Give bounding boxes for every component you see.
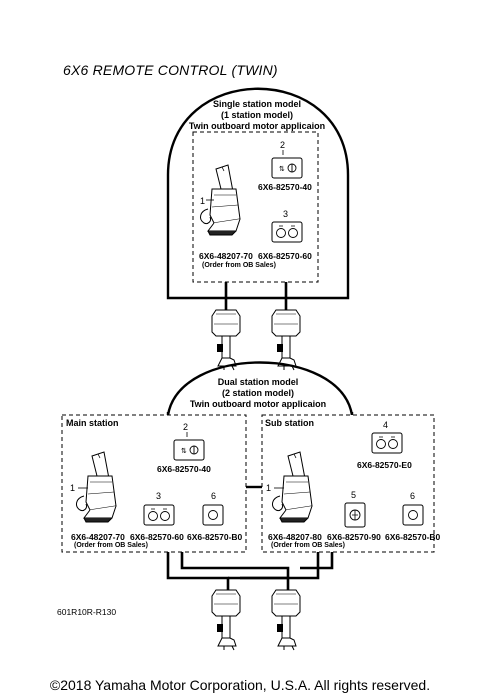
button-switch-icon bbox=[402, 504, 424, 526]
main-station-label: Main station bbox=[66, 418, 119, 428]
header-line: Single station model bbox=[212, 99, 301, 109]
part-number: 6X6-82570-E0 bbox=[357, 460, 412, 470]
button-switch-icon bbox=[202, 504, 224, 526]
callout-number: 6 bbox=[211, 491, 217, 501]
part-number: 6X6-48207-70 bbox=[71, 532, 125, 542]
part-number: 6X6-82570-B0 bbox=[385, 532, 441, 542]
header-line: (2 station model) bbox=[221, 388, 294, 398]
part-note: (Order from OB Sales) bbox=[202, 262, 276, 269]
callout-number: 6 bbox=[410, 491, 416, 501]
outboard-motor-icon bbox=[271, 589, 301, 651]
part-number: 6X6-48207-70 bbox=[199, 251, 253, 261]
callout-number: 2 bbox=[183, 422, 189, 432]
part-note: (Order from OB Sales) bbox=[74, 542, 148, 549]
header-line: Twin outboard motor applicaion bbox=[188, 121, 326, 131]
callout-number: 4 bbox=[383, 420, 389, 430]
part-note: (Order from OB Sales) bbox=[271, 542, 345, 549]
header-line: Twin outboard motor applicaion bbox=[189, 399, 327, 409]
callout-number: 2 bbox=[280, 140, 286, 150]
part-number: 6X6-82570-60 bbox=[258, 251, 312, 261]
part-number: 6X6-82570-40 bbox=[258, 182, 312, 192]
single-station-header: Single station model (1 station model) T… bbox=[157, 99, 357, 132]
dual-station-header: Dual station model (2 station model) Twi… bbox=[158, 377, 358, 410]
callout-number: 5 bbox=[351, 490, 357, 500]
outboard-motor-icon bbox=[211, 309, 241, 371]
trim-tilt-switch-icon bbox=[271, 157, 303, 179]
single-station-arch bbox=[166, 87, 350, 300]
header-line: Dual station model bbox=[217, 377, 299, 387]
key-switch-icon bbox=[344, 502, 366, 528]
callout-number: 3 bbox=[283, 209, 289, 219]
diagram-code: 601R10R-R130 bbox=[57, 607, 117, 617]
callout-number: 1 bbox=[70, 483, 76, 493]
header-line: (1 station model) bbox=[220, 110, 293, 120]
diagram-title: 6X6 REMOTE CONTROL (TWIN) bbox=[63, 62, 278, 78]
dual-station-arch bbox=[166, 361, 354, 416]
sub-station-label: Sub station bbox=[265, 418, 314, 428]
copyright-notice: ©2018 Yamaha Motor Corporation, U.S.A. A… bbox=[49, 677, 431, 693]
callout-number: 1 bbox=[200, 196, 206, 206]
part-number: 6X6-82570-60 bbox=[130, 532, 184, 542]
part-number: 6X6-82570-B0 bbox=[187, 532, 243, 542]
callout-number: 1 bbox=[266, 483, 272, 493]
outboard-motor-icon bbox=[211, 589, 241, 651]
part-number: 6X6-82570-90 bbox=[327, 532, 381, 542]
gauge-panel-icon bbox=[271, 221, 303, 243]
gauge-panel-icon bbox=[371, 432, 403, 454]
trim-tilt-switch-icon bbox=[173, 439, 205, 461]
gauge-panel-icon bbox=[143, 504, 175, 526]
callout-number: 3 bbox=[156, 491, 162, 501]
part-number: 6X6-48207-80 bbox=[268, 532, 322, 542]
part-number: 6X6-82570-40 bbox=[157, 464, 211, 474]
outboard-motor-icon bbox=[271, 309, 301, 371]
